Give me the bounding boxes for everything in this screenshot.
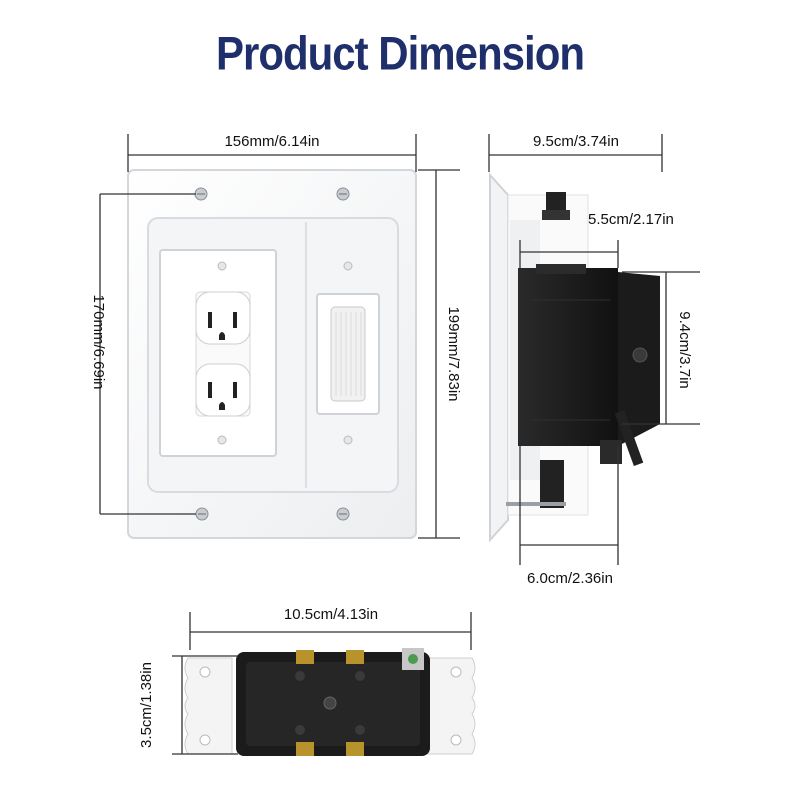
outlet-height-label: 3.5cm/1.38in	[138, 662, 155, 748]
outlet-length-label: 10.5cm/4.13in	[284, 606, 378, 623]
outlet-cover	[159, 249, 277, 457]
front-dimension-lines	[99, 134, 460, 539]
electrical-box	[518, 264, 660, 467]
box-height-label: 9.4cm/3.7in	[676, 311, 693, 389]
side-dimension-lines	[488, 134, 700, 565]
receptacle-bottom	[195, 363, 251, 417]
plate-height-label: 199mm/7.83in	[445, 306, 462, 401]
side-depth-label: 9.5cm/3.74in	[533, 133, 619, 150]
box-depth-label: 5.5cm/2.17in	[588, 211, 674, 228]
receptacle-back-view	[184, 648, 476, 756]
brush-pass-through	[316, 261, 380, 445]
box-bottom-depth-label: 6.0cm/2.36in	[527, 570, 613, 587]
receptacle-top	[195, 291, 251, 345]
side-view	[489, 172, 660, 543]
plate-screws	[194, 187, 350, 521]
front-wall-plate	[127, 169, 417, 539]
page-title: Product Dimension	[215, 27, 585, 80]
plate-opening-height-label: 170mm/6.69in	[90, 294, 107, 389]
plate-width-label: 156mm/6.14in	[224, 133, 319, 150]
outlet-dimension-lines	[172, 612, 472, 755]
